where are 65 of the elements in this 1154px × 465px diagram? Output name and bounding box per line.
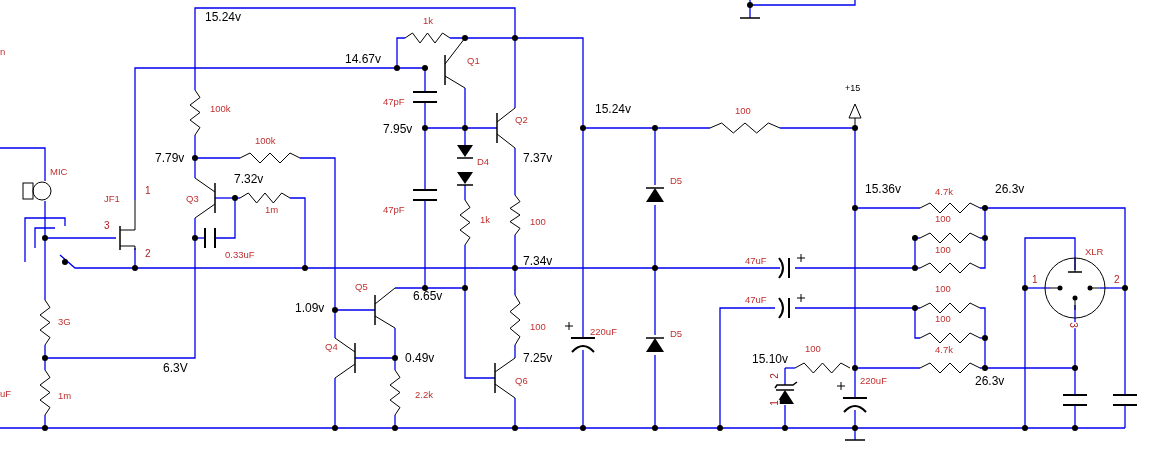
component-label: D4 bbox=[477, 157, 490, 167]
voltage-label: 6.3V bbox=[163, 362, 188, 374]
component-label: 4.7k bbox=[935, 345, 953, 355]
component-label: 100 bbox=[935, 214, 951, 224]
component-label: 4.7k bbox=[935, 187, 953, 197]
component-label: 220uF bbox=[590, 327, 617, 337]
voltage-label: 7.95v bbox=[383, 123, 413, 135]
pin-number: 2 bbox=[145, 249, 151, 259]
component-label: XLR bbox=[1085, 247, 1104, 257]
component-label: n bbox=[0, 47, 6, 57]
component-label: 2.2k bbox=[415, 390, 433, 400]
voltage-label: 7.32v bbox=[234, 173, 264, 185]
voltage-label: 6.65v bbox=[413, 290, 443, 302]
component-label: D5 bbox=[670, 329, 683, 339]
pin-number: 1 bbox=[1032, 275, 1038, 285]
voltage-label: 1.09v bbox=[295, 302, 325, 314]
voltage-label: 14.67v bbox=[345, 53, 382, 65]
component-label: Q2 bbox=[515, 115, 528, 125]
pin-number: 1 bbox=[145, 186, 151, 196]
voltage-label: 7.34v bbox=[523, 255, 553, 267]
voltage-label: 7.79v bbox=[155, 152, 185, 164]
supply-label: +15 bbox=[845, 84, 861, 93]
voltage-label: 0.49v bbox=[405, 352, 435, 364]
component-label: 3G bbox=[58, 317, 71, 327]
voltage-label: 7.25v bbox=[523, 352, 553, 364]
component-label: JF1 bbox=[104, 194, 120, 204]
component-label: uF bbox=[0, 389, 12, 399]
component-label: 47pF bbox=[383, 97, 405, 107]
component-label: 100k bbox=[210, 104, 231, 114]
component-label: Q5 bbox=[355, 282, 368, 292]
voltage-label: 26.3v bbox=[995, 183, 1025, 195]
component-label: Q3 bbox=[186, 194, 199, 204]
component-label: 100 bbox=[530, 322, 546, 332]
component-label: 100 bbox=[935, 314, 951, 324]
component-label: 47pF bbox=[383, 205, 405, 215]
component-label: 1m bbox=[265, 205, 279, 215]
component-label: Q4 bbox=[325, 342, 338, 352]
component-label: 47uF bbox=[745, 256, 767, 266]
pin-number: 2 bbox=[1114, 275, 1120, 285]
voltage-label: 7.37v bbox=[523, 152, 553, 164]
component-label: 100 bbox=[935, 284, 951, 294]
voltage-label: 15.24v bbox=[595, 103, 632, 115]
component-label: 100 bbox=[805, 344, 821, 354]
component-label: Q6 bbox=[515, 376, 528, 386]
component-label: D5 bbox=[670, 176, 683, 186]
component-label: 1m bbox=[58, 391, 72, 401]
component-label: 1k bbox=[423, 16, 434, 26]
component-label: 0.33uF bbox=[225, 250, 255, 260]
voltage-label: 26.3v bbox=[975, 375, 1005, 387]
pin-number: 2 bbox=[769, 373, 780, 379]
pin-number: 3 bbox=[104, 221, 110, 231]
component-label: 100 bbox=[935, 245, 951, 255]
pin-number: 3 bbox=[1067, 322, 1078, 328]
component-label: Q1 bbox=[467, 56, 480, 66]
component-label: MIC bbox=[50, 167, 68, 177]
component-label: 100k bbox=[255, 136, 276, 146]
component-label: 1k bbox=[480, 215, 491, 225]
voltage-label: 15.24v bbox=[205, 11, 242, 23]
component-label: 220uF bbox=[860, 376, 887, 386]
voltage-label: 15.10v bbox=[752, 353, 789, 365]
component-label: 100 bbox=[735, 106, 751, 116]
pin-number: 1 bbox=[769, 400, 780, 406]
component-label: 47uF bbox=[745, 295, 767, 305]
voltage-label: 15.36v bbox=[865, 183, 902, 195]
component-label: 100 bbox=[530, 217, 546, 227]
